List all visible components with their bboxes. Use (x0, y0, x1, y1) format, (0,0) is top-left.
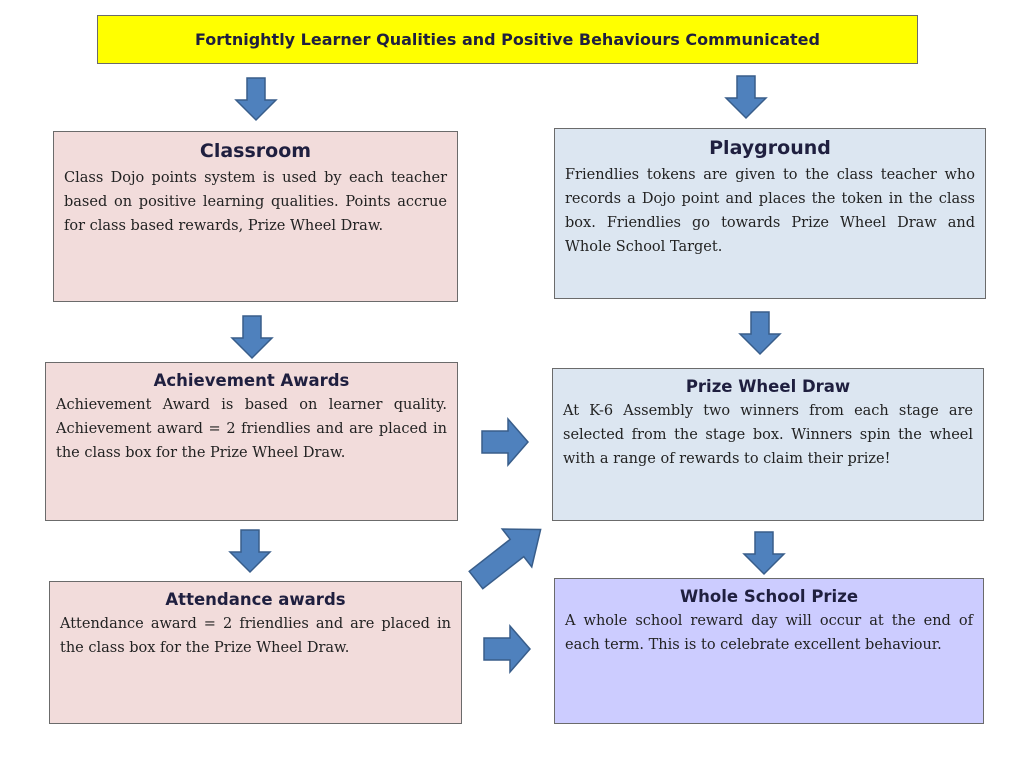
achievement-awards-description: Achievement Award is based on learner qu… (56, 397, 447, 461)
prize-wheel-draw-description: At K-6 Assembly two winners from each st… (563, 403, 973, 467)
arrow-down-icon (743, 531, 785, 575)
classroom-title: Classroom (199, 140, 312, 162)
prize-wheel-draw-box: Prize Wheel Draw At K-6 Assembly two win… (552, 368, 984, 521)
achievement-awards-title: Achievement Awards (153, 371, 350, 390)
classroom-box: Classroom Class Dojo points system is us… (53, 131, 458, 302)
arrow-down-icon (739, 311, 781, 355)
playground-box: Playground Friendlies tokens are given t… (554, 128, 986, 299)
playground-title: Playground (709, 137, 831, 159)
arrow-down-icon (231, 315, 273, 359)
whole-school-prize-description: A whole school reward day will occur at … (565, 613, 973, 653)
arrow-diagonal-icon (468, 528, 542, 590)
attendance-awards-box: Attendance awards Attendance award = 2 f… (49, 581, 462, 724)
prize-wheel-draw-title: Prize Wheel Draw (685, 377, 851, 396)
arrow-down-icon (235, 77, 277, 121)
attendance-awards-description: Attendance award = 2 friendlies and are … (60, 616, 451, 656)
playground-description: Friendlies tokens are given to the class… (565, 167, 975, 255)
whole-school-prize-title: Whole School Prize (679, 587, 859, 606)
page-title: Fortnightly Learner Qualities and Positi… (195, 30, 820, 49)
arrow-right-icon (481, 418, 529, 466)
classroom-description: Class Dojo points system is used by each… (64, 170, 447, 234)
attendance-awards-title: Attendance awards (165, 590, 346, 609)
whole-school-prize-box: Whole School Prize A whole school reward… (554, 578, 984, 724)
arrow-down-icon (229, 529, 271, 573)
arrow-down-icon (725, 75, 767, 119)
header-title-box: Fortnightly Learner Qualities and Positi… (97, 15, 918, 64)
achievement-awards-box: Achievement Awards Achievement Award is … (45, 362, 458, 521)
arrow-right-icon (483, 625, 531, 673)
